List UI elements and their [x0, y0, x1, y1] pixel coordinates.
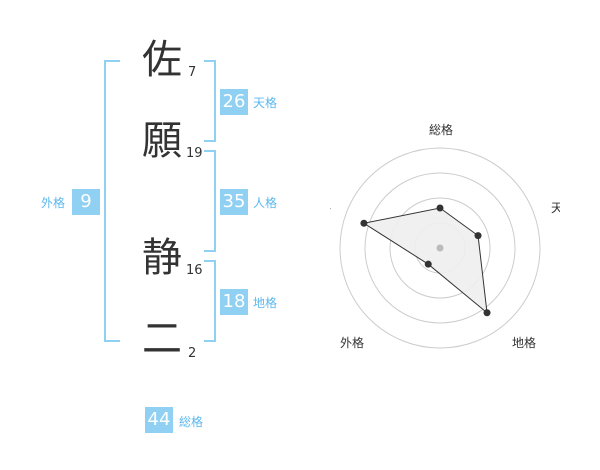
radar-axis-label-gaikaku: 外格: [340, 335, 364, 350]
stroke-count-3: 16: [186, 263, 203, 278]
gaikaku-label: 外格: [41, 196, 66, 210]
jinkaku-label: 人格: [253, 196, 278, 210]
jinkaku-value: 35: [220, 189, 248, 215]
chikaku-bracket: [204, 260, 216, 342]
gaikaku-value: 9: [72, 189, 100, 215]
name-char-4: 二: [142, 316, 182, 362]
tenkaku-bracket: [204, 60, 216, 142]
radar-point: [483, 309, 491, 317]
stroke-count-1: 7: [188, 65, 197, 80]
radar-axis-label-jinkaku: 人格: [330, 200, 331, 215]
radar-chart: 総格 天格 地格 外格 人格: [330, 122, 560, 350]
radar-center: [436, 244, 444, 252]
name-char-2: 願: [142, 118, 182, 164]
radar-axis-label-soukaku: 総格: [429, 122, 453, 137]
name-char-1: 佐: [142, 37, 182, 83]
tenkaku-value: 26: [220, 89, 248, 115]
radar-point: [360, 219, 368, 227]
jinkaku-bracket: [204, 150, 216, 252]
name-char-3: 静: [142, 235, 182, 281]
radar-ring: [364, 172, 516, 324]
stroke-count-2: 19: [186, 146, 203, 161]
stroke-count-4: 2: [188, 346, 197, 361]
tenkaku-label: 天格: [253, 96, 278, 110]
radar-point: [424, 260, 432, 268]
soukaku-value: 44: [145, 407, 173, 433]
chikaku-label: 地格: [253, 296, 278, 310]
radar-polygon: [362, 207, 488, 314]
radar-ring: [389, 197, 491, 299]
gaikaku-bracket: [104, 60, 120, 342]
soukaku-label: 総格: [179, 415, 204, 429]
radar-axis-label-tenkaku: 天格: [551, 200, 560, 215]
radar-point: [436, 204, 444, 212]
radar-point: [474, 232, 482, 240]
radar-axis-label-chikaku: 地格: [512, 335, 536, 350]
radar-ring: [339, 147, 541, 349]
chikaku-value: 18: [220, 289, 248, 315]
